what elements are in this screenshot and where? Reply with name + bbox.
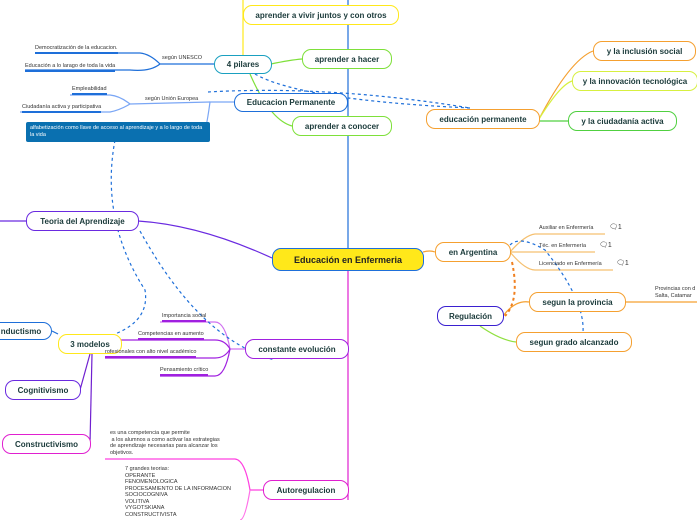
node-constructivismo[interactable]: Constructivismo	[2, 434, 91, 454]
node-cognitivismo[interactable]: Cognitivismo	[5, 380, 81, 400]
leaf-empleabilidad[interactable]: Empleabilidad	[72, 86, 107, 95]
node-constante-evolucion[interactable]: constante evolución	[245, 339, 349, 359]
node-inclusion-social[interactable]: y la inclusión social	[593, 41, 696, 61]
leaf-democratizacion[interactable]: Democratización de la educacion.	[35, 45, 118, 54]
leaf-profesionales[interactable]: rofesionales con alto nivel académico	[105, 349, 197, 358]
node-aprender-hacer[interactable]: aprender a hacer	[302, 49, 392, 69]
leaf-educacion-toda-vida[interactable]: Educación a lo larago de toda la vida	[25, 63, 116, 72]
node-3-modelos[interactable]: 3 modelos	[58, 334, 122, 354]
node-4-pilares[interactable]: 4 pilares	[214, 55, 272, 74]
node-autoregulacion[interactable]: Autoregulacion	[263, 480, 349, 500]
leaf-pensamiento-critico[interactable]: Pensamiento crítico	[160, 367, 209, 376]
comment-icon: 🗨	[616, 260, 625, 267]
leaf-importancia-social[interactable]: Importancia social	[162, 313, 207, 322]
label-segun-unesco: según UNESCO	[162, 55, 203, 61]
leaf-7-teorias[interactable]: 7 grandes teorias: OPERANTE FENOMENOLOGI…	[125, 466, 231, 518]
comment-count-auxiliar[interactable]: 🗨1	[609, 224, 622, 231]
leaf-competencias[interactable]: Competencias en aumento	[138, 331, 204, 340]
comment-icon: 🗨	[609, 224, 618, 231]
node-aprender-conocer[interactable]: aprender a conocer	[292, 116, 392, 136]
node-innovacion[interactable]: y la innovación tecnológica	[572, 71, 697, 91]
node-educacion-permanente[interactable]: Educacion Permanente	[234, 93, 348, 112]
leaf-tecnico[interactable]: Téc. en Enfermería	[539, 243, 587, 249]
leaf-ciudadania[interactable]: Ciudadanía activa y participativa	[22, 104, 102, 113]
comment-count-tecnico[interactable]: 🗨1	[599, 242, 612, 249]
node-teoria-aprendizaje[interactable]: Teoria del Aprendizaje	[26, 211, 139, 231]
comment-icon: 🗨	[599, 242, 608, 249]
node-aprender-vivir[interactable]: aprender a vivir juntos y con otros	[243, 5, 399, 25]
node-segun-grado[interactable]: segun grado alcanzado	[516, 332, 632, 352]
node-ciudadania-activa[interactable]: y la ciudadanía activa	[568, 111, 677, 131]
node-conductismo[interactable]: nductismo	[0, 322, 52, 340]
note-alfabetizacion[interactable]: alfabetización como llave de acceso al a…	[26, 122, 210, 142]
label-segun-ue: según Unión Europea	[145, 96, 199, 102]
leaf-licenciado[interactable]: Licenciado en Enfermería	[539, 261, 602, 267]
node-educacion-permanente-right[interactable]: educación permanente	[426, 109, 540, 129]
node-en-argentina[interactable]: en Argentina	[435, 242, 511, 262]
leaf-provincias[interactable]: Provincias con d Salta, Catamar	[655, 286, 696, 299]
node-segun-provincia[interactable]: segun la provincia	[529, 292, 626, 312]
central-topic[interactable]: Educación en Enfermeria	[272, 248, 424, 271]
node-regulacion[interactable]: Regulación	[437, 306, 504, 326]
comment-count-licenciado[interactable]: 🗨1	[616, 260, 629, 267]
leaf-auxiliar[interactable]: Auxiliar en Enfermería	[539, 225, 594, 231]
leaf-autoregulacion-def[interactable]: es una competencia que permite a los alu…	[110, 430, 220, 456]
